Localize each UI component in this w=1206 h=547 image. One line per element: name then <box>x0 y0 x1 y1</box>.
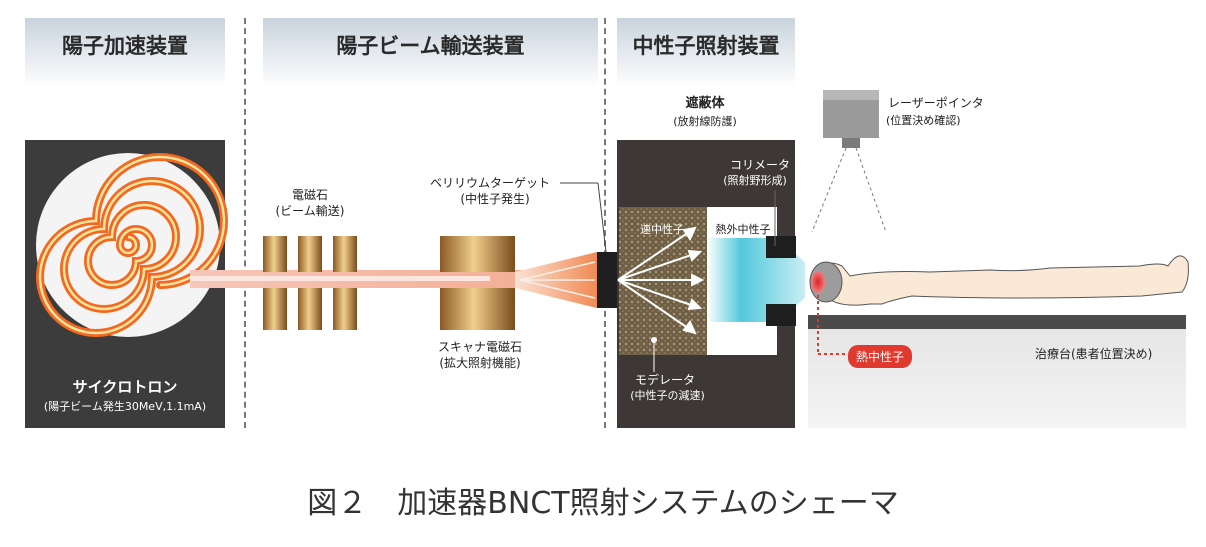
moderator-desc: (中性子の減速) <box>630 389 705 402</box>
separator-2 <box>604 18 606 428</box>
shield-label: 遮蔽体 <box>685 96 725 111</box>
target-label: ベリリウムターゲット <box>429 176 550 190</box>
magnet-label: 電磁石 <box>291 188 328 202</box>
magnet-1 <box>263 236 287 272</box>
scanner-magnet-bottom <box>440 288 515 330</box>
collimator-bottom <box>766 304 796 326</box>
beryllium-target <box>597 252 617 308</box>
collimator-desc: (照射野形成) <box>723 174 787 187</box>
cyclotron-name: サイクロトロン <box>72 378 178 396</box>
magnet-3 <box>333 236 357 272</box>
treatment-table-label: 治療台(患者位置決め) <box>1035 347 1153 361</box>
patient-body <box>817 255 1189 306</box>
fast-neutron-arrows <box>617 226 705 335</box>
treatment-table-top <box>808 315 1186 329</box>
moderator-label: モデレータ <box>634 373 695 387</box>
figure-caption: 図２ 加速器BNCT照射システムのシェーマ <box>307 486 899 521</box>
scanner-label: スキャナ電磁石 <box>437 340 522 354</box>
treatment-table-base <box>808 329 1186 428</box>
collimator-label: コリメータ <box>729 158 790 172</box>
scanner-magnet-top <box>440 236 515 272</box>
thermal-neutron-badge: 熱中性子 <box>848 345 913 368</box>
laser-desc: (位置決め確認) <box>886 114 961 127</box>
epithermal-neutron-label: 熱外中性子 <box>715 223 771 236</box>
separator-1 <box>244 18 246 428</box>
scanner-desc: (拡大照射機能) <box>439 356 521 370</box>
section-header-transport: 陽子ビーム輸送装置 <box>263 18 598 88</box>
target-desc: (中性子発生) <box>460 192 530 206</box>
magnet-2 <box>298 236 322 272</box>
cyclotron-spec: (陽子ビーム発生30MeV,1.1mA) <box>43 400 207 413</box>
collimator-top <box>766 236 796 258</box>
laser-label: レーザーポインタ <box>888 96 984 110</box>
section-header-accelerator: 陽子加速装置 <box>25 18 225 88</box>
cyclotron-disc <box>36 153 220 337</box>
magnet-desc: (ビーム輸送) <box>275 204 345 218</box>
section-header-irradiation: 中性子照射装置 <box>617 18 795 88</box>
fast-neutron-label: 速中性子 <box>640 223 684 236</box>
shield-desc: (放射線防護) <box>673 115 737 128</box>
